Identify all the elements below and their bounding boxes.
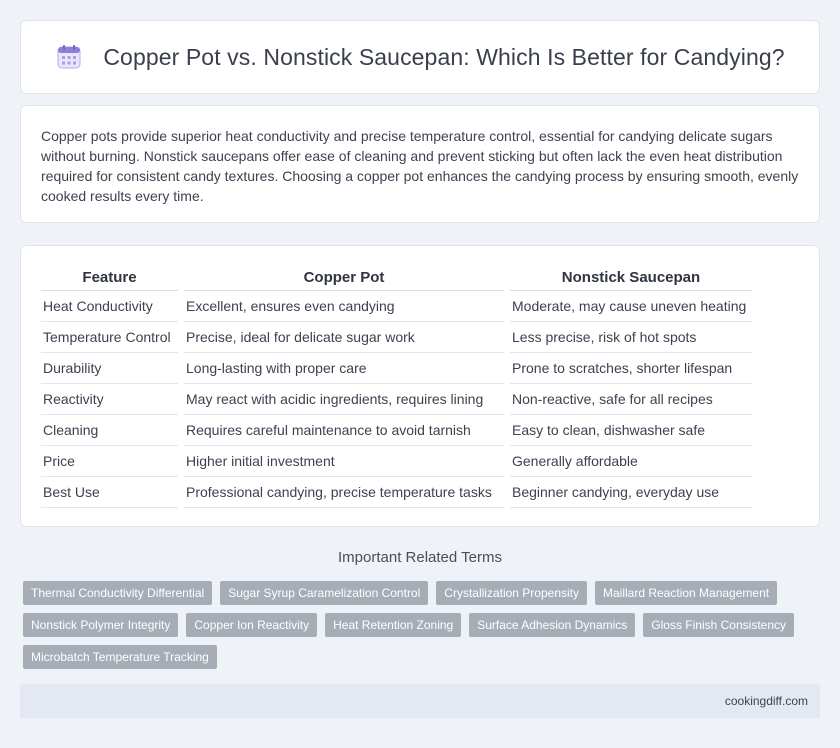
table-row: Temperature Control Precise, ideal for d… bbox=[41, 322, 752, 353]
related-term-tag[interactable]: Maillard Reaction Management bbox=[595, 581, 778, 605]
nonstick-saucepan-cell: Non-reactive, safe for all recipes bbox=[510, 384, 752, 415]
table-row: Reactivity May react with acidic ingredi… bbox=[41, 384, 752, 415]
related-term-tag[interactable]: Gloss Finish Consistency bbox=[643, 613, 794, 637]
column-header-copper-pot: Copper Pot bbox=[184, 266, 504, 291]
feature-cell: Best Use bbox=[41, 477, 178, 508]
header-card: Copper Pot vs. Nonstick Saucepan: Which … bbox=[20, 20, 820, 94]
feature-cell: Cleaning bbox=[41, 415, 178, 446]
column-header-nonstick-saucepan: Nonstick Saucepan bbox=[510, 266, 752, 291]
copper-pot-cell: Excellent, ensures even candying bbox=[184, 291, 504, 322]
nonstick-saucepan-cell: Generally affordable bbox=[510, 446, 752, 477]
feature-cell: Price bbox=[41, 446, 178, 477]
related-terms-heading: Important Related Terms bbox=[338, 549, 502, 566]
related-term-tag[interactable]: Sugar Syrup Caramelization Control bbox=[220, 581, 429, 605]
comparison-table: Feature Copper Pot Nonstick Saucepan Hea… bbox=[35, 266, 758, 508]
table-row: Best Use Professional candying, precise … bbox=[41, 477, 752, 508]
comparison-card: Feature Copper Pot Nonstick Saucepan Hea… bbox=[20, 245, 820, 527]
copper-pot-cell: Precise, ideal for delicate sugar work bbox=[184, 322, 504, 353]
table-row: Heat Conductivity Excellent, ensures eve… bbox=[41, 291, 752, 322]
feature-cell: Durability bbox=[41, 353, 178, 384]
nonstick-saucepan-cell: Easy to clean, dishwasher safe bbox=[510, 415, 752, 446]
feature-cell: Reactivity bbox=[41, 384, 178, 415]
table-row: Durability Long-lasting with proper care… bbox=[41, 353, 752, 384]
intro-card: Copper pots provide superior heat conduc… bbox=[20, 105, 820, 223]
footer: cookingdiff.com bbox=[20, 684, 820, 718]
footer-site-link[interactable]: cookingdiff.com bbox=[724, 694, 808, 708]
nonstick-saucepan-cell: Less precise, risk of hot spots bbox=[510, 322, 752, 353]
related-term-tag[interactable]: Heat Retention Zoning bbox=[325, 613, 462, 637]
calendar-icon bbox=[57, 45, 81, 69]
table-row: Price Higher initial investment Generall… bbox=[41, 446, 752, 477]
column-header-feature: Feature bbox=[41, 266, 178, 291]
table-header-row: Feature Copper Pot Nonstick Saucepan bbox=[41, 266, 752, 291]
table-row: Cleaning Requires careful maintenance to… bbox=[41, 415, 752, 446]
feature-cell: Temperature Control bbox=[41, 322, 178, 353]
related-term-tag[interactable]: Thermal Conductivity Differential bbox=[23, 581, 213, 605]
page-title: Copper Pot vs. Nonstick Saucepan: Which … bbox=[103, 43, 785, 70]
copper-pot-cell: Requires careful maintenance to avoid ta… bbox=[184, 415, 504, 446]
copper-pot-cell: May react with acidic ingredients, requi… bbox=[184, 384, 504, 415]
copper-pot-cell: Professional candying, precise temperatu… bbox=[184, 477, 504, 508]
feature-cell: Heat Conductivity bbox=[41, 291, 178, 322]
nonstick-saucepan-cell: Moderate, may cause uneven heating bbox=[510, 291, 752, 322]
related-term-tag[interactable]: Copper Ion Reactivity bbox=[186, 613, 318, 637]
related-term-tag[interactable]: Surface Adhesion Dynamics bbox=[469, 613, 636, 637]
copper-pot-cell: Long-lasting with proper care bbox=[184, 353, 504, 384]
related-terms-list: Thermal Conductivity Differential Sugar … bbox=[23, 581, 813, 669]
related-term-tag[interactable]: Crystallization Propensity bbox=[436, 581, 587, 605]
related-term-tag[interactable]: Microbatch Temperature Tracking bbox=[23, 645, 217, 669]
related-term-tag[interactable]: Nonstick Polymer Integrity bbox=[23, 613, 179, 637]
nonstick-saucepan-cell: Beginner candying, everyday use bbox=[510, 477, 752, 508]
intro-paragraph: Copper pots provide superior heat conduc… bbox=[41, 128, 799, 204]
nonstick-saucepan-cell: Prone to scratches, shorter lifespan bbox=[510, 353, 752, 384]
copper-pot-cell: Higher initial investment bbox=[184, 446, 504, 477]
